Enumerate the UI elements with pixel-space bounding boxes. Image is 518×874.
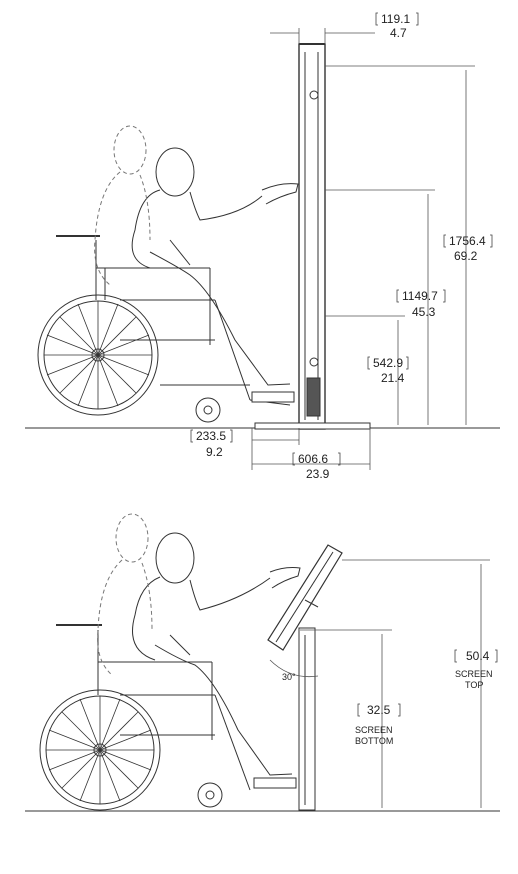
kiosk-tilted bbox=[267, 544, 343, 811]
dim-1756-metric: 1756.4 bbox=[449, 234, 486, 248]
screen-top-line1: SCREEN bbox=[455, 669, 493, 679]
screen-top-line2: TOP bbox=[465, 680, 483, 690]
dimension-labels-top: 119.1 4.7 1756.4 69.2 1149.7 45.3 542.9 … bbox=[196, 12, 486, 481]
dim-542-imperial: 21.4 bbox=[381, 371, 405, 385]
dim-233-metric: 233.5 bbox=[196, 429, 226, 443]
screen-top-value: 50.4 bbox=[466, 649, 490, 663]
dim-542-metric: 542.9 bbox=[373, 356, 403, 370]
wheelchair-bottom bbox=[39, 624, 297, 811]
angle-label: 30° bbox=[282, 672, 296, 682]
top-view bbox=[25, 28, 500, 470]
dim-119-imperial: 4.7 bbox=[390, 26, 407, 40]
dim-1149-imperial: 45.3 bbox=[412, 305, 436, 319]
dim-1149-metric: 1149.7 bbox=[402, 289, 438, 303]
kiosk-upright bbox=[254, 43, 371, 430]
bottom-view bbox=[25, 513, 500, 812]
screen-bottom-value: 32.5 bbox=[367, 703, 391, 717]
person-top bbox=[131, 147, 299, 386]
dim-1756-imperial: 69.2 bbox=[454, 249, 478, 263]
person-ghost-bottom bbox=[97, 513, 153, 676]
dim-606-metric: 606.6 bbox=[298, 452, 328, 466]
dim-119-metric: 119.1 bbox=[381, 12, 410, 26]
labels-bottom: 30° 32.5 SCREEN BOTTOM 50.4 SCREEN TOP bbox=[282, 649, 493, 746]
bracket-marks bbox=[190, 12, 493, 466]
person-bottom bbox=[132, 532, 301, 776]
screen-bottom-line1: SCREEN bbox=[355, 725, 393, 735]
dimension-lines-top bbox=[251, 28, 475, 470]
dim-233-imperial: 9.2 bbox=[206, 445, 223, 459]
screen-bottom-line2: BOTTOM bbox=[355, 736, 393, 746]
person-ghost-top bbox=[94, 125, 151, 286]
bracket-marks-bottom bbox=[357, 649, 498, 717]
angle-arc bbox=[269, 659, 319, 678]
dim-606-imperial: 23.9 bbox=[306, 467, 330, 481]
wheelchair-top bbox=[37, 235, 295, 423]
dimension-lines-bottom bbox=[300, 559, 490, 808]
